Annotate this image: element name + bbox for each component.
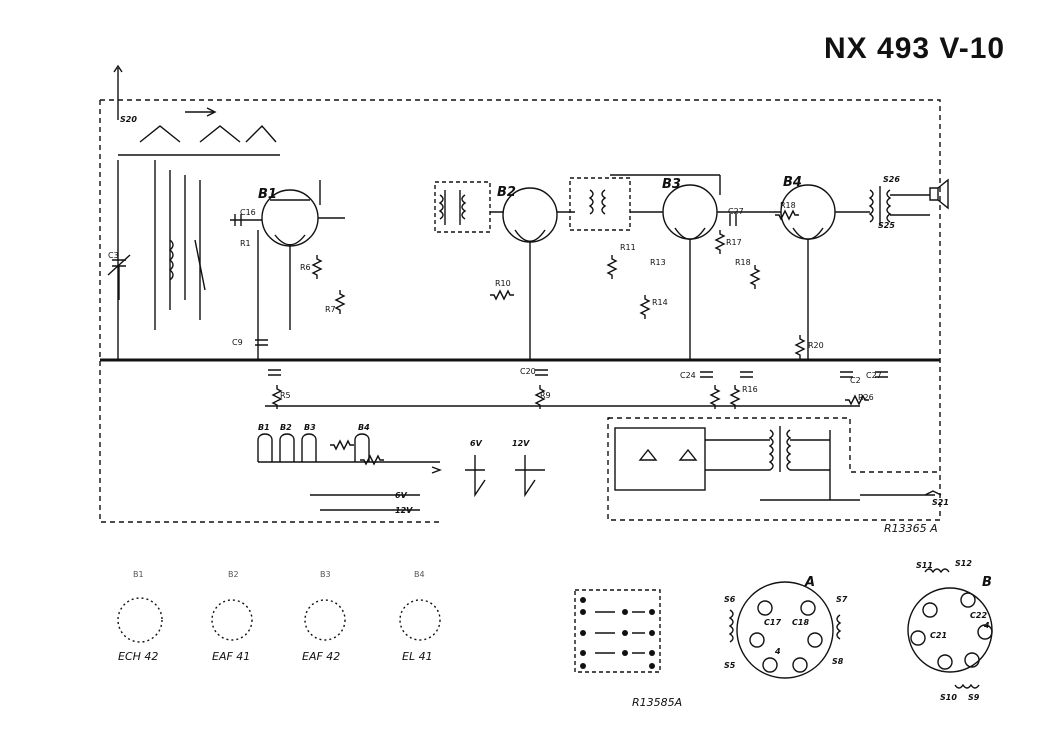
left-6v-label: 6V	[395, 491, 408, 500]
power-transformer	[768, 426, 792, 472]
pinout-b3-type: EAF 42	[302, 650, 340, 663]
comp-label: R17	[726, 238, 742, 247]
chassis-outline	[99, 99, 941, 523]
capacitor-board	[574, 589, 661, 673]
tube-b3	[662, 184, 718, 240]
comp-label: C20	[520, 367, 536, 376]
speaker	[929, 178, 949, 210]
switch-6v	[465, 455, 486, 498]
board-ref-right: R13365 A	[884, 522, 938, 535]
comp-label: R14	[652, 298, 668, 307]
tube-b2-label: B2	[497, 185, 516, 200]
comp-label: C27	[866, 371, 882, 380]
switch-12v	[515, 455, 545, 498]
switch-s25-label: S25	[878, 221, 895, 230]
detail-a-pin4: 4	[774, 647, 781, 656]
detail-a-s7: S7	[836, 595, 848, 604]
comp-label: C27	[728, 207, 744, 216]
heater-b2-label: B2	[280, 423, 292, 432]
board-ref-middle: R13585A	[632, 696, 682, 709]
detail-b-c21: C21	[930, 631, 947, 640]
comp-label: C2	[850, 376, 861, 385]
pinout-b4-type: EL 41	[402, 650, 433, 663]
left-12v-label: 12V	[395, 506, 413, 515]
comp-label: R5	[280, 391, 291, 400]
tuning-capacitor	[107, 254, 131, 300]
detail-b-s12: S12	[955, 559, 972, 568]
detail-b-label: B	[982, 575, 992, 590]
tube-b1-label: B1	[258, 187, 277, 202]
comp-label: R6	[300, 263, 311, 272]
pinout-diagrams	[117, 597, 441, 643]
resistors	[271, 209, 869, 409]
detail-a-s5: S5	[724, 661, 736, 670]
comp-label: C3	[108, 251, 119, 260]
pinout-b1-type: ECH 42	[118, 650, 158, 663]
pinout-b2-type: EAF 41	[212, 650, 250, 663]
output-transformer	[868, 186, 892, 226]
component-labels: R1 R6 R7 R10 R11 R13 R14 R17 R18 R18 R20…	[108, 201, 882, 402]
power-12v-label: 12V	[512, 439, 530, 448]
pinout-b4-id: B4	[414, 570, 425, 579]
comp-label: C9	[232, 338, 243, 347]
power-unit-outline	[608, 417, 940, 473]
tube-b4	[780, 184, 836, 240]
comp-label: C24	[680, 371, 696, 380]
detail-b-s11: S11	[916, 561, 933, 570]
tube-b3-label: B3	[662, 177, 681, 192]
diagram-title: NX 493 V-10	[824, 32, 1006, 65]
detail-b-s10: S10	[940, 693, 957, 702]
detail-a-label: A	[804, 575, 815, 590]
osc-coil	[168, 239, 206, 291]
heater-b4-label: B4	[358, 423, 370, 432]
detail-a-socket	[736, 581, 834, 679]
heater-b3-label: B3	[304, 423, 316, 432]
comp-label: R7	[325, 305, 336, 314]
pinout-b2-id: B2	[228, 570, 239, 579]
detail-b-pin4: 4	[983, 621, 990, 630]
comp-label: R10	[495, 279, 511, 288]
pinout-b3-id: B3	[320, 570, 331, 579]
comp-label: R13	[650, 258, 666, 267]
switch-s21-label: S21	[932, 498, 949, 507]
if-transformer-1	[438, 190, 467, 225]
capacitors	[234, 214, 888, 378]
detail-a-s6: S6	[724, 595, 736, 604]
pinout-b1-id: B1	[133, 570, 144, 579]
heater-chain	[257, 433, 440, 463]
comp-label: R20	[808, 341, 824, 350]
power-6v-label: 6V	[470, 439, 483, 448]
detail-a-s8: S8	[832, 657, 844, 666]
comp-label: R18	[780, 201, 796, 210]
comp-label: R1	[240, 239, 251, 248]
switch-s26-label: S26	[883, 175, 900, 184]
detail-a-c18: C18	[792, 618, 809, 627]
if-transformer-2	[588, 189, 607, 215]
comp-label: R18	[735, 258, 751, 267]
comp-label: R26	[858, 393, 874, 402]
switch-s20-label: S20	[120, 115, 137, 124]
detail-b-s9: S9	[968, 693, 980, 702]
band-switch	[118, 124, 280, 156]
comp-label: R16	[742, 385, 758, 394]
antenna	[113, 64, 123, 120]
detail-a-c17: C17	[764, 618, 781, 627]
heater-b1-label: B1	[258, 423, 270, 432]
comp-label: C16	[240, 208, 256, 217]
comp-label: R9	[540, 391, 551, 400]
detail-b-c22: C22	[970, 611, 987, 620]
comp-label: R11	[620, 243, 636, 252]
tube-b4-label: B4	[783, 175, 802, 190]
